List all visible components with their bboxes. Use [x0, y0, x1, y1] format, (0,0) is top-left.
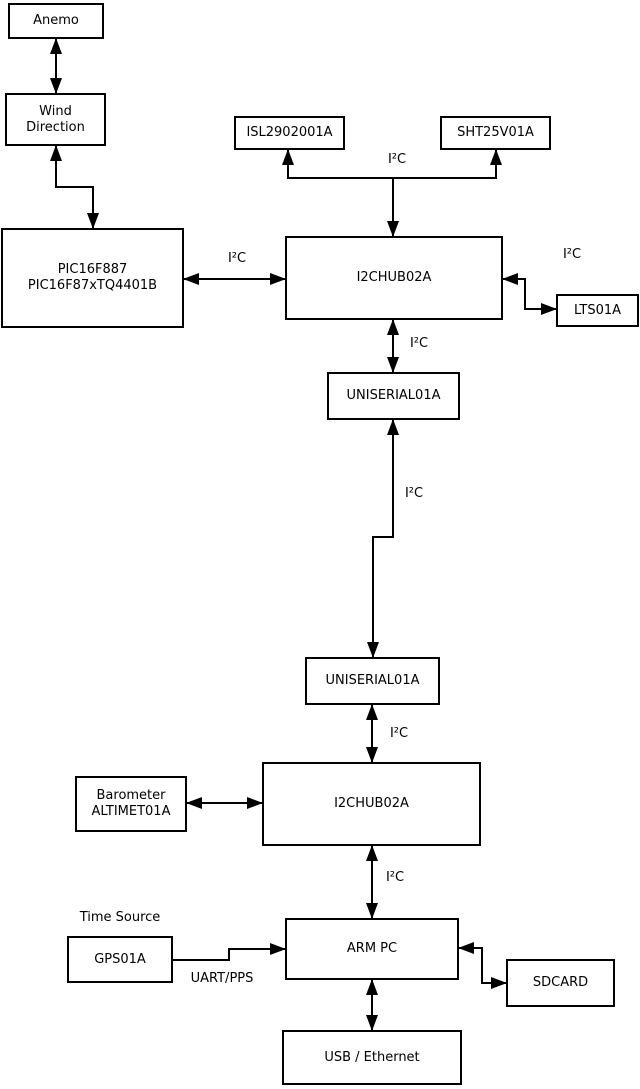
node-usb-ethernet: USB / Ethernet [282, 1030, 462, 1085]
node-sht25v01a: SHT25V01A [440, 116, 551, 150]
node-arm-pc-label: ARM PC [346, 941, 398, 956]
time-source-label: Time Source [79, 910, 161, 925]
node-uniserial-top: UNISERIAL01A [327, 372, 460, 420]
node-lts01a-label: LTS01A [573, 302, 622, 318]
node-lts01a: LTS01A [556, 294, 639, 327]
node-sdcard-label: SDCARD [532, 975, 589, 990]
node-usb-ethernet-label: USB / Ethernet [324, 1049, 420, 1065]
i2c-label: I²C [387, 152, 407, 167]
i2c-label: I²C [389, 726, 409, 741]
node-pic-label: PIC16F887 PIC16F87xTQ4401B [27, 262, 158, 293]
node-gps01a: GPS01A [67, 936, 173, 983]
uart-pps-label: UART/PPS [190, 971, 254, 986]
node-wind-direction-label: Wind Direction [26, 103, 85, 135]
i2c-label: I²C [404, 486, 424, 501]
i2c-label: I²C [562, 247, 582, 262]
edge-wind-direction-pic [50, 145, 99, 229]
node-i2chub-top-label: I2CHUB02A [356, 270, 432, 285]
edge-arm-pc-sdcard [458, 942, 507, 989]
i2c-label: I²C [227, 251, 247, 266]
node-sdcard: SDCARD [506, 959, 615, 1007]
node-isl2902001a: ISL2902001A [234, 116, 345, 150]
node-arm-pc: ARM PC [285, 918, 459, 980]
i2c-label: I²C [409, 336, 429, 351]
node-anemo: Anemo [8, 3, 104, 39]
node-sht25v01a-label: SHT25V01A [457, 125, 534, 140]
node-i2chub-top: I2CHUB02A [285, 236, 503, 320]
node-anemo-label: Anemo [33, 13, 79, 28]
edge-uniserial-top-uniserial-bottom [367, 419, 399, 658]
edge-i2chub-top-lts [502, 273, 557, 315]
node-barometer-label: Barometer ALTIMET01A [91, 788, 171, 819]
node-pic: PIC16F887 PIC16F87xTQ4401B [1, 228, 184, 328]
node-gps01a-label: GPS01A [94, 951, 146, 967]
node-barometer: Barometer ALTIMET01A [75, 776, 187, 832]
node-isl2902001a-label: ISL2902001A [246, 125, 333, 140]
i2c-label: I²C [385, 870, 405, 885]
node-uniserial-top-label: UNISERIAL01A [346, 388, 441, 403]
node-wind-direction: Wind Direction [5, 93, 106, 146]
edge-gps-arm-pc [173, 943, 286, 961]
node-uniserial-bottom: UNISERIAL01A [305, 657, 440, 705]
node-uniserial-bottom-label: UNISERIAL01A [325, 673, 420, 688]
node-i2chub-bottom-label: I2CHUB02A [334, 796, 409, 811]
node-i2chub-bottom: I2CHUB02A [262, 762, 481, 846]
